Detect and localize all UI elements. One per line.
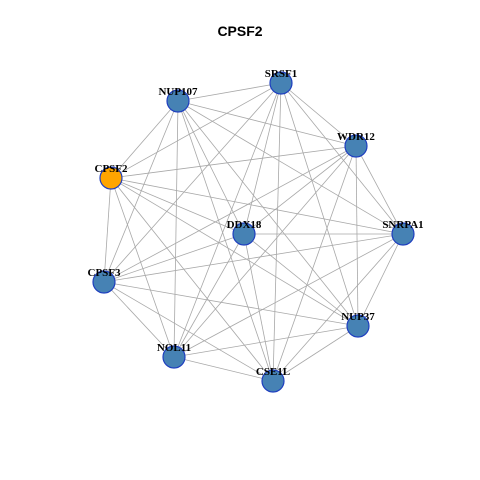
node-label-nup107: NUP107 [158,86,198,98]
node-label-nup37: NUP37 [341,311,375,323]
edge-nup107-nol11 [173,100,179,358]
edge-snrpa1-nup37 [357,233,404,327]
edge-ddx18-nol11 [173,233,245,358]
edge-cpsf2-snrpa1 [110,177,404,235]
edge-wdr12-snrpa1 [355,145,404,235]
node-nol11[interactable] [162,345,186,369]
edge-cpsf3-nup37 [103,281,359,327]
edge-nol11-cse1l [173,356,274,382]
edge-snrpa1-cse1l [272,233,404,382]
edge-ddx18-cpsf3 [103,233,245,283]
node-snrpa1[interactable] [391,222,415,246]
edge-nup107-cpsf3 [103,100,179,283]
edge-nup37-cse1l [272,325,359,382]
edge-nup107-cse1l [177,100,274,382]
edge-nup37-nol11 [173,325,359,358]
edge-wdr12-cpsf2 [110,145,357,179]
edge-ddx18-nup37 [243,233,359,327]
node-nup107[interactable] [166,89,190,113]
edge-snrpa1-nol11 [173,233,404,358]
edge-wdr12-cpsf3 [103,145,357,283]
graph-title: CPSF2 [217,23,262,39]
node-cse1l[interactable] [261,369,285,393]
node-ddx18[interactable] [232,222,256,246]
edge-nup107-cpsf2 [110,100,179,179]
edge-srsf1-nup107 [177,82,282,102]
edge-snrpa1-cpsf3 [103,233,404,283]
edge-nup107-ddx18 [177,100,245,235]
node-label-snrpa1: SNRPA1 [382,219,423,231]
node-label-cse1l: CSE1L [256,366,290,378]
node-label-ddx18: DDX18 [227,219,262,231]
edge-nup107-snrpa1 [177,100,404,235]
node-label-cpsf2: CPSF2 [95,163,129,175]
node-wdr12[interactable] [344,134,368,158]
node-label-cpsf3: CPSF3 [88,267,122,279]
edge-cpsf2-nup37 [110,177,359,327]
node-label-nol11: NOL11 [157,342,191,354]
nodes-layer [92,71,415,393]
node-label-wdr12: WDR12 [337,131,375,143]
node-cpsf3[interactable] [92,270,116,294]
edge-cpsf2-ddx18 [110,177,245,235]
edge-wdr12-cse1l [272,145,357,382]
node-label-srsf1: SRSF1 [265,68,297,80]
edge-cpsf3-cse1l [103,281,274,382]
edge-srsf1-nol11 [173,82,282,358]
edge-nup107-wdr12 [177,100,357,147]
edge-cpsf2-cse1l [110,177,274,382]
edge-srsf1-cpsf2 [110,82,282,179]
edge-nup107-nup37 [177,100,359,327]
node-cpsf2[interactable] [99,166,123,190]
node-nup37[interactable] [346,314,370,338]
edge-wdr12-nol11 [173,145,357,358]
edge-wdr12-nup37 [355,145,359,327]
edge-srsf1-snrpa1 [280,82,404,235]
edge-srsf1-cpsf3 [103,82,282,283]
edges-layer [103,82,404,382]
edge-cpsf3-nol11 [103,281,175,358]
edge-wdr12-ddx18 [243,145,357,235]
edge-srsf1-wdr12 [280,82,357,147]
edge-srsf1-nup37 [280,82,359,327]
edge-srsf1-cse1l [272,82,282,382]
node-srsf1[interactable] [269,71,293,95]
edge-cpsf2-nol11 [110,177,175,358]
edge-cpsf2-cpsf3 [103,177,112,283]
